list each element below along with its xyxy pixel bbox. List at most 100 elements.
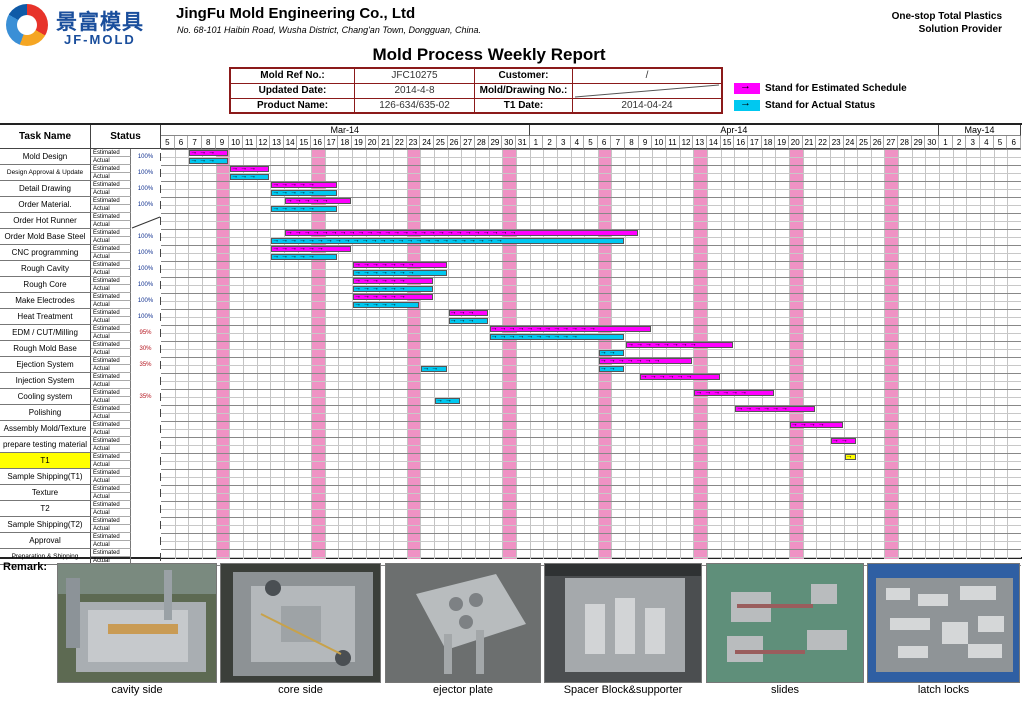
remark-label: Remark: — [3, 561, 48, 573]
grid-vline — [898, 149, 900, 559]
company-address: No. 68-101 Haibin Road, Wusha District, … — [177, 25, 482, 35]
grid-vline — [529, 149, 531, 559]
grid-vline — [857, 149, 859, 559]
drawing-no-label: Mold/Drawing No.: — [475, 84, 573, 99]
actual-bar: → → — [435, 398, 461, 404]
day-header: 18 — [338, 136, 353, 149]
task-name: Ejection System — [0, 357, 91, 373]
task-name-header: Task Name — [0, 125, 91, 149]
estimated-label: Estimated — [91, 261, 131, 269]
day-header: 6 — [1007, 136, 1021, 149]
day-header: 11 — [242, 136, 257, 149]
grid-vline — [884, 149, 886, 559]
grid-hline — [161, 277, 1021, 278]
grid-vline — [980, 149, 982, 559]
mold-ref-value: JFC10275 — [355, 69, 475, 84]
day-header: 13 — [693, 136, 708, 149]
day-header: 10 — [652, 136, 667, 149]
day-header: 5 — [993, 136, 1008, 149]
day-header: 2 — [952, 136, 967, 149]
day-header: 7 — [188, 136, 202, 149]
day-header: 7 — [611, 136, 626, 149]
day-header: 14 — [707, 136, 721, 149]
grid-vline — [911, 149, 913, 559]
actual-bar: → → → → → — [271, 190, 338, 196]
photo-ejector-plate — [385, 563, 541, 683]
day-header: 9 — [638, 136, 653, 149]
estimated-label: Estimated — [91, 181, 131, 189]
day-header: 21 — [379, 136, 394, 149]
estimated-label: Estimated — [91, 485, 131, 493]
day-header: 11 — [666, 136, 680, 149]
estimated-label: Estimated — [91, 229, 131, 237]
task-status — [131, 457, 161, 465]
updated-date-label: Updated Date: — [231, 84, 355, 99]
estimated-label: Estimated — [91, 149, 131, 157]
actual-label: Actual — [91, 461, 131, 469]
grid-vline — [788, 149, 790, 559]
day-header: 25 — [857, 136, 871, 149]
grid-vline — [434, 149, 436, 559]
grid-hline — [161, 221, 1021, 222]
grid-vline — [829, 149, 831, 559]
estimated-bar: → → → — [230, 166, 270, 172]
task-name: Order Material. — [0, 197, 91, 213]
grid-hline — [161, 269, 1021, 270]
actual-bar: → → — [598, 366, 625, 372]
task-name: prepare testing material — [0, 437, 91, 453]
grid-hline — [161, 293, 1021, 294]
estimated-label: Estimated — [91, 309, 131, 317]
grid-vline — [474, 149, 476, 559]
month-header: Apr-14 — [529, 125, 940, 136]
grid-hline — [161, 381, 1021, 382]
day-header: 24 — [420, 136, 434, 149]
day-header: 29 — [911, 136, 926, 149]
actual-bar: → → → → → — [353, 302, 420, 308]
actual-bar: → → → — [448, 318, 488, 324]
day-header: 2 — [543, 136, 557, 149]
grid-vline — [174, 149, 176, 559]
grid-vline — [707, 149, 709, 559]
legend-actual-label: Stand for Actual Status — [765, 100, 876, 112]
task-status: 100% — [131, 297, 161, 305]
grid-hline — [161, 197, 1021, 198]
grid-hline — [161, 173, 1021, 174]
weekend-column — [693, 149, 708, 559]
grid-vline — [365, 149, 367, 559]
actual-bar: → → → → → → → — [353, 270, 447, 276]
task-status: 100% — [131, 249, 161, 257]
grid-hline — [161, 501, 1021, 502]
actual-label: Actual — [91, 237, 131, 245]
actual-label: Actual — [91, 365, 131, 373]
task-name: Make Electrodes — [0, 293, 91, 309]
grid-vline — [352, 149, 354, 559]
task-name: Preparation & Shipping — [0, 549, 91, 565]
grid-hline — [161, 525, 1021, 526]
grid-vline — [652, 149, 654, 559]
grid-hline — [161, 245, 1021, 246]
estimated-label: Estimated — [91, 325, 131, 333]
grid-hline — [161, 157, 1021, 158]
day-header: 3 — [966, 136, 981, 149]
grid-hline — [161, 549, 1021, 550]
drawing-no-slash — [574, 84, 720, 98]
customer-value: / — [573, 69, 721, 84]
grid-vline — [393, 149, 395, 559]
task-name: Polishing — [0, 405, 91, 421]
actual-label: Actual — [91, 397, 131, 405]
grid-hline — [161, 165, 1021, 166]
grid-hline — [161, 461, 1021, 462]
estimated-bar: → → → → → → → → → → → → → → → → → → → → … — [284, 230, 638, 236]
day-header: 30 — [502, 136, 516, 149]
actual-label: Actual — [91, 253, 131, 261]
grid-hline — [161, 205, 1021, 206]
grid-vline — [597, 149, 599, 559]
tagline-line-1: One-stop Total Plastics — [891, 11, 1002, 22]
estimated-bar: → → → → — [789, 422, 843, 428]
actual-bar: → → → → → → → → → → → → → → → → → → → → … — [271, 238, 625, 244]
estimated-bar: → → → → → → — [694, 390, 775, 396]
weekend-column — [502, 149, 516, 559]
estimated-label: Estimated — [91, 277, 131, 285]
grid-vline — [270, 149, 272, 559]
legend-actual: Stand for Actual Status — [734, 97, 876, 112]
